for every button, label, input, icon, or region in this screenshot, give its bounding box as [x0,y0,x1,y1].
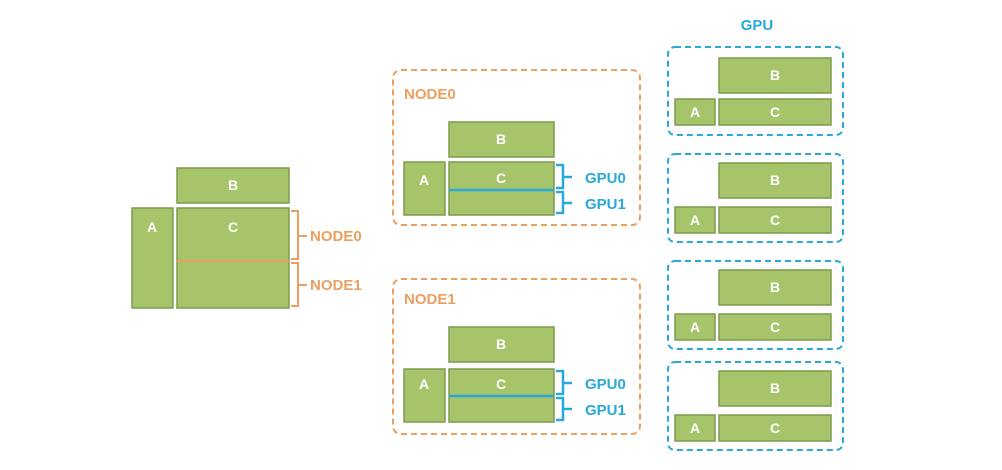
node0-matrix-b-label: B [496,131,506,147]
gpu-panel-1: B A C [667,46,844,136]
node1-gpu1-label: GPU1 [585,402,626,419]
node0-bracket-label: NODE0 [310,228,362,245]
gpu-panel-1-matrix-a [674,98,716,126]
node0-gpu0-bracket [556,163,565,190]
gpu-panel-4: B A C [667,361,844,451]
node0-gpu1-label: GPU1 [585,196,626,213]
node1-matrix-b-label: B [496,336,506,352]
matrix-c-block [176,207,290,309]
gpu-panel-1-matrix-c [718,98,832,126]
node0-gpu1-bracket [556,190,565,215]
gpu-panel-4-matrix-b [718,370,832,407]
gpu-panel-1-matrix-c-label: C [770,104,780,120]
gpu-panel-3: B A C [667,260,844,350]
matrix-b-label: B [228,177,238,193]
node0-matrix-a [403,161,446,216]
gpu-panel-4-matrix-a-label: A [690,420,700,436]
gpu-panel-1-matrix-a-label: A [690,104,700,120]
gpu-panel-2-matrix-c [718,206,832,234]
gpu-panel-1-matrix-b-label: B [770,67,780,83]
node0-matrix-b [448,121,555,158]
node1-gpu0-label: GPU0 [585,376,626,393]
gpu-panel-2-matrix-b-label: B [770,172,780,188]
gpu-panel-3-matrix-c [718,313,832,341]
gpu-panel-2: B A C [667,153,844,243]
gpu-panel-1-matrix-b [718,57,832,94]
node0-matrix-c [448,161,555,216]
gpu-panel-3-matrix-c-label: C [770,319,780,335]
gpu-panel-2-matrix-b [718,162,832,199]
gpu-panel-3-matrix-a [674,313,716,341]
gpu-panel-2-matrix-a-label: A [690,212,700,228]
matrix-a-block [131,207,174,309]
node1-matrix-b [448,326,555,363]
node1-matrix-c-label: C [496,376,506,392]
gpu-panel-2-dashed-box [667,153,844,243]
node0-title: NODE0 [404,86,456,103]
node0-dashed-box [392,69,641,226]
node0-gpu0-label: GPU0 [585,170,626,187]
gpu-panel-2-matrix-a [674,206,716,234]
gpu-panel-4-matrix-b-label: B [770,380,780,396]
node1-dashed-box [392,278,641,435]
gpu-panel-4-dashed-box [667,361,844,451]
gpu-panel-1-dashed-box [667,46,844,136]
matrix-a-label: A [147,219,157,235]
gpu-panel-4-matrix-c-label: C [770,420,780,436]
full-matrix-group: B A C NODE0 NODE1 [131,167,362,309]
matrix-b-block [176,167,290,204]
gpu-panel-4-matrix-c [718,414,832,442]
node0-panel: NODE0 B A C GPU0 GPU1 [392,69,641,226]
node1-bracket [291,262,299,307]
node1-gpu1-bracket [556,396,565,422]
gpu-panel-2-matrix-c-label: C [770,212,780,228]
node0-matrix-c-label: C [496,170,506,186]
gpu-column-title: GPU [741,17,774,34]
node1-title: NODE1 [404,291,456,308]
node0-bracket [291,210,299,260]
gpu-panel-4-matrix-a [674,414,716,442]
node1-panel: NODE1 B A C GPU0 GPU1 [392,278,641,435]
node1-matrix-a-label: A [419,376,429,392]
node1-matrix-a [403,368,446,423]
gpu-panel-3-dashed-box [667,260,844,350]
gpu-panel-3-matrix-a-label: A [690,319,700,335]
node0-matrix-a-label: A [419,172,429,188]
gpu-panel-3-matrix-b-label: B [770,279,780,295]
node1-bracket-label: NODE1 [310,277,362,294]
node1-gpu0-bracket [556,369,565,396]
matrix-c-label: C [228,219,238,235]
gpu-panel-3-matrix-b [718,269,832,306]
